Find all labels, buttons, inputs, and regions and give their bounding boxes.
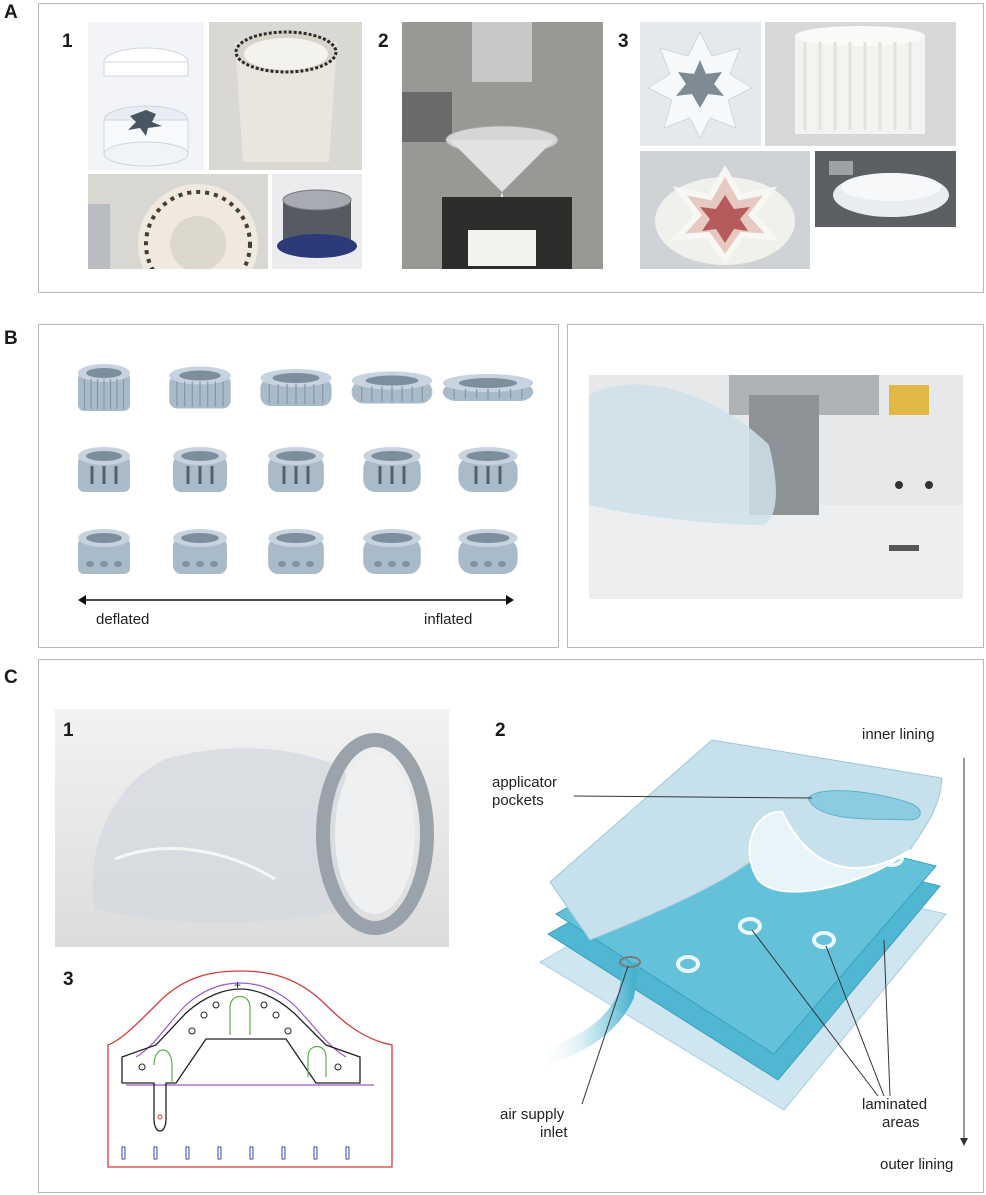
laminated-areas-label-line1: laminated — [862, 1096, 928, 1113]
deflated-label: deflated — [96, 611, 150, 628]
panel-b-right-frame — [567, 324, 984, 648]
arrowhead — [78, 595, 86, 605]
layered-liner-diagram — [537, 739, 968, 1146]
actuator-stage-shape — [442, 374, 534, 401]
actuator-stage-shape — [173, 447, 227, 492]
pattern-outline-diagram: + — [107, 970, 393, 1168]
outer-lining-label: outer lining — [880, 1156, 954, 1173]
panel-a-label-2: 2 — [378, 31, 389, 52]
arrowhead — [506, 595, 514, 605]
casting-funnel-image — [402, 22, 603, 269]
mold-assembly-image — [272, 174, 362, 269]
actuator-stage-shape — [363, 447, 421, 492]
panel-c-label-3: 3 — [63, 969, 74, 990]
mold-base-image — [209, 22, 362, 170]
inflated-label: inflated — [424, 611, 473, 628]
laminated-areas-label-line2: areas — [882, 1114, 920, 1131]
actuator-stage-shape — [363, 529, 421, 574]
sewing-machine-image — [589, 375, 963, 599]
actuator-stage-shape — [260, 369, 332, 406]
actuator-stage-shape — [78, 447, 130, 492]
panel-a-label-3: 3 — [618, 31, 629, 52]
silicone-ring-image — [815, 151, 956, 227]
panel-c-frame — [38, 659, 984, 1193]
panel-c-label-1: 1 — [63, 720, 74, 741]
inner-lining-label: inner lining — [862, 726, 935, 743]
silicone-star-part-image — [640, 22, 761, 146]
actuator-stage-shape — [268, 529, 324, 574]
actuator-stage-shape — [78, 529, 130, 574]
applicator-pockets-label-line2: pockets — [492, 792, 544, 809]
silicone-in-mold-image — [640, 151, 810, 269]
panel-a-frame — [38, 3, 984, 293]
panel-b-left-frame — [38, 324, 559, 648]
actuator-stage-shape — [458, 447, 518, 492]
silicone-cylinder-image — [765, 22, 956, 146]
actuator-stage-shape — [351, 371, 433, 404]
air-supply-inlet-label-line2: inlet — [540, 1124, 568, 1141]
actuator-stage-shape — [169, 366, 231, 409]
applicator-pockets-label-line1: applicator — [492, 774, 558, 791]
liner-with-ring-image — [55, 709, 449, 947]
panel-a-label-1: 1 — [62, 31, 73, 52]
mold-cad-render-image — [88, 22, 204, 170]
panel-c-label-2: 2 — [495, 720, 506, 741]
inflation-sequence-diagram — [78, 364, 534, 605]
svg-text:+: + — [234, 978, 241, 992]
actuator-stage-shape — [458, 529, 518, 574]
panel-letter-c: C — [4, 667, 18, 688]
actuator-stage-shape — [78, 364, 130, 411]
panel-letter-a: A — [4, 2, 18, 23]
air-supply-inlet-label-line1: air supply — [500, 1106, 565, 1123]
spiral-insert-image — [88, 174, 268, 269]
actuator-stage-shape — [268, 447, 324, 492]
panel-letter-b: B — [4, 328, 18, 349]
actuator-stage-shape — [173, 529, 227, 574]
